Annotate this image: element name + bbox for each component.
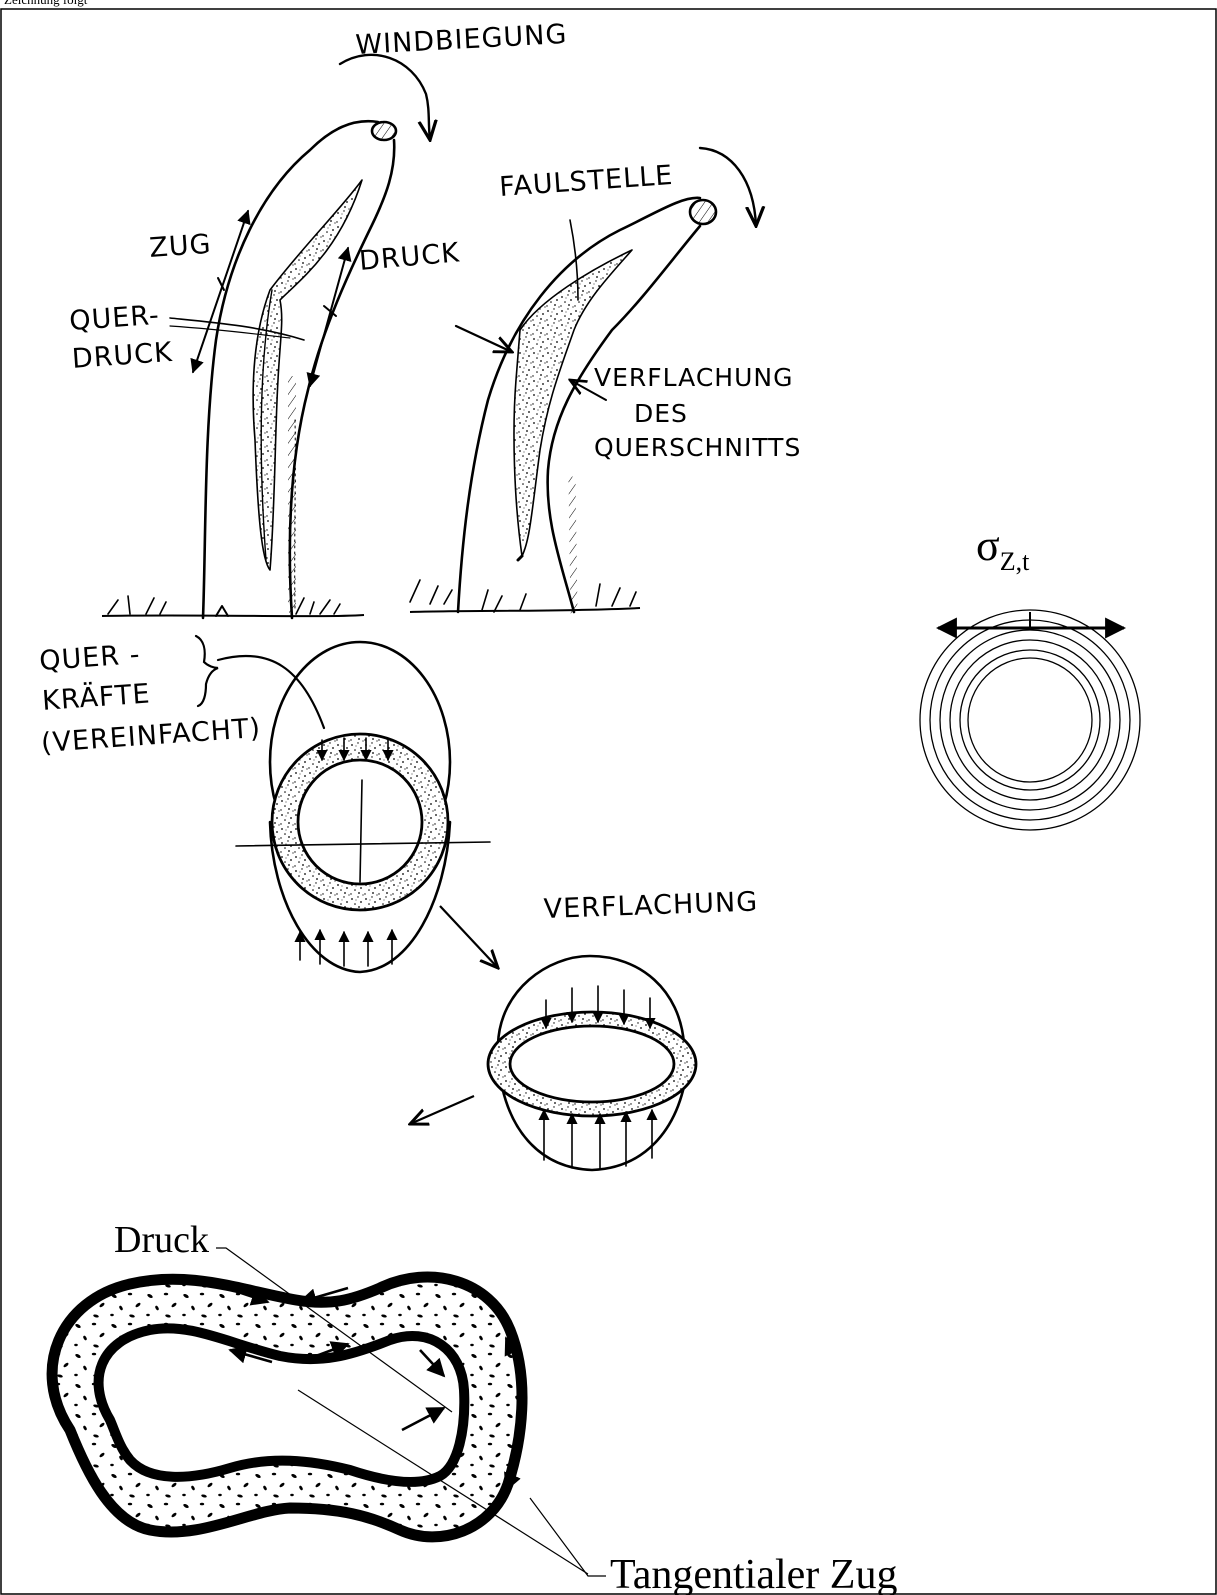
ground-line [102, 608, 640, 616]
label-querkraefte-line3: (VEREINFACHT) [40, 713, 262, 759]
stress-symbol: σZ,t [976, 521, 1030, 576]
label-querdruck-line1: QUER- [68, 300, 160, 337]
label-druck: DRUCK [358, 237, 461, 277]
ring-section-flattened [488, 956, 696, 1170]
label-verflachung-des-querschnitts: VERFLACHUNG DES QUERSCHNITTS [594, 363, 802, 462]
label-windbiegung: WINDBIEGUNG [355, 19, 568, 61]
label-vdq-line3: QUERSCHNITTS [594, 433, 801, 462]
label-zug: ZUG [148, 229, 212, 264]
querkraefte-bracket [196, 636, 324, 728]
label-vdq-line2: DES [634, 399, 688, 428]
label-querdruck: QUER- DRUCK [68, 299, 174, 375]
label-querkraefte: QUER - KRÄFTE (VEREINFACHT) [34, 631, 262, 759]
label-vdq-line1: VERFLACHUNG [594, 363, 793, 392]
stress-circle-diagram: σZ,t [920, 521, 1140, 830]
label-tangentialer-zug: Tangentialer Zug [610, 1552, 897, 1595]
arrow-to-peanut [410, 1096, 474, 1124]
peanut-cross-section [52, 1277, 522, 1537]
arrow-to-flattened [440, 906, 498, 968]
label-druck-cross-section: Druck [114, 1219, 209, 1261]
label-querkraefte-line1: QUER - [38, 639, 141, 677]
tree-left-sketch [108, 55, 430, 618]
stress-symbol-subscript: Z,t [1000, 547, 1030, 576]
ring-section-round [236, 642, 490, 972]
label-verflachung: VERFLACHUNG [543, 887, 758, 925]
label-faulstelle: FAULSTELLE [498, 160, 674, 203]
label-querkraefte-line2: KRÄFTE [41, 677, 151, 716]
label-querdruck-line2: DRUCK [71, 337, 174, 375]
